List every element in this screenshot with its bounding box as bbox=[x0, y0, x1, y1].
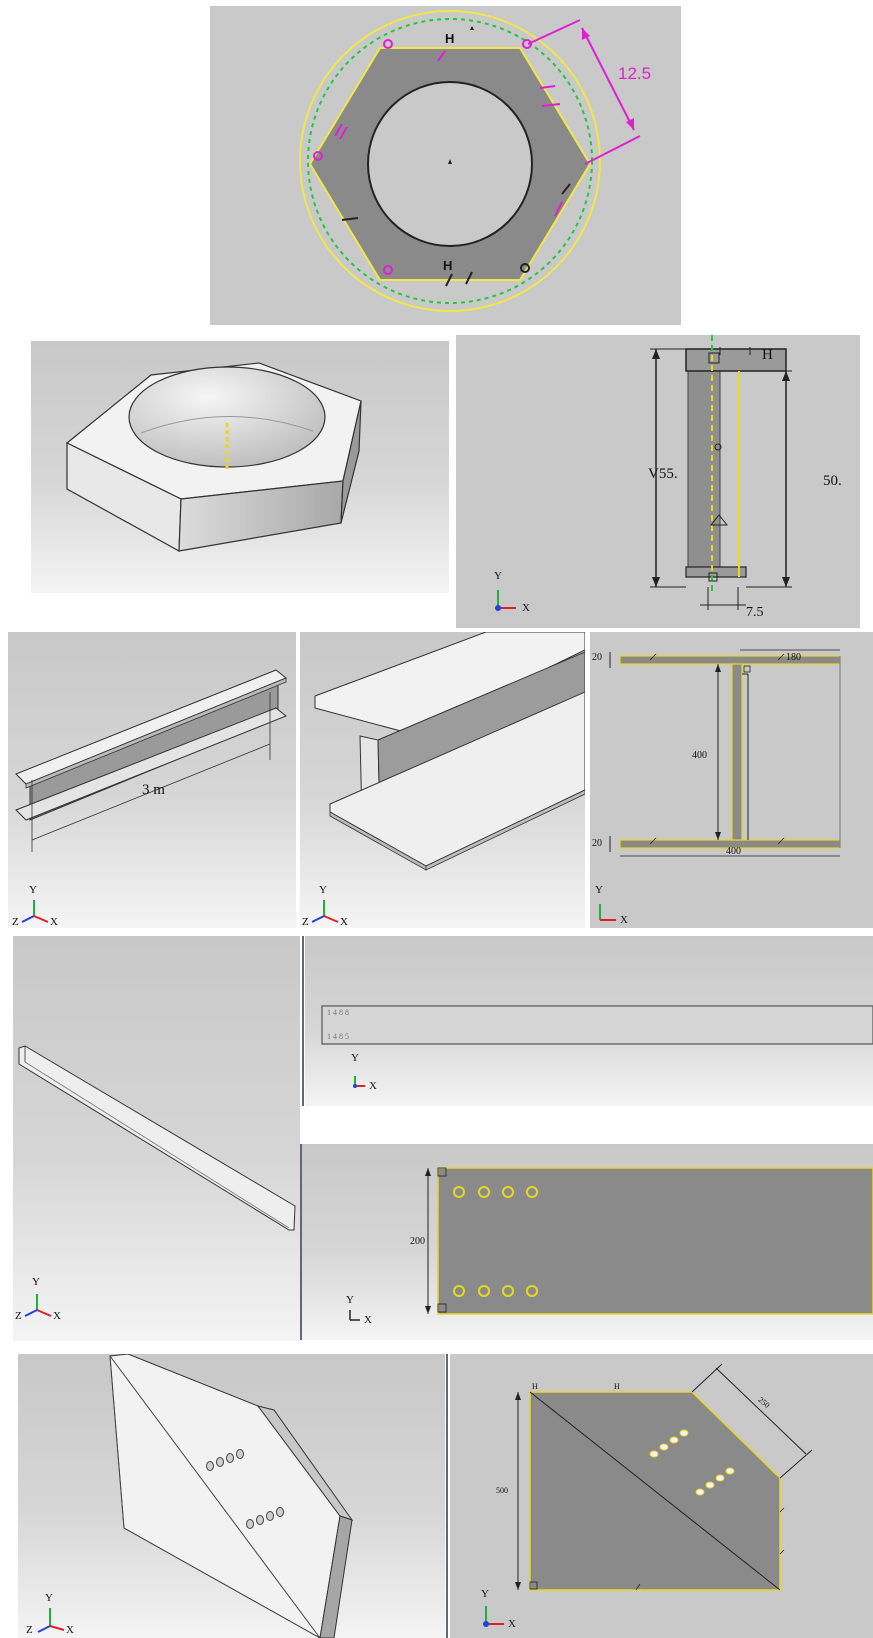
axis-z-label: Z bbox=[12, 916, 19, 928]
axis-triad-icon bbox=[353, 1076, 365, 1088]
hex-front-panel[interactable]: H V55. 50. 7.5 Y X bbox=[456, 335, 860, 628]
hex-front-h-label: H bbox=[762, 347, 773, 363]
hex-front-drawing bbox=[650, 335, 792, 610]
gusset-front-axis-triad: Y X bbox=[476, 1588, 536, 1638]
axis-x-label: X bbox=[522, 602, 530, 614]
hex-iso-panel[interactable] bbox=[31, 341, 449, 593]
plate-top-axis-triad: Y X bbox=[345, 1052, 405, 1106]
panel-divider bbox=[302, 936, 304, 1106]
gusset-iso-panel[interactable]: Y Z X bbox=[18, 1354, 445, 1638]
plate-front-dim-200: 200 bbox=[410, 1236, 425, 1247]
hex-sketch-h-bottom-label: H bbox=[443, 258, 453, 273]
axis-y-label: Y bbox=[351, 1052, 359, 1064]
panel-divider bbox=[446, 1354, 448, 1638]
axis-triad-icon bbox=[495, 590, 516, 611]
axis-x-label: X bbox=[66, 1624, 74, 1636]
axis-y-label: Y bbox=[29, 884, 37, 896]
plate-front-axis-triad: Y X bbox=[342, 1294, 402, 1340]
axis-x-label: X bbox=[508, 1618, 516, 1630]
axis-x-label: X bbox=[50, 916, 58, 928]
axis-z-label: Z bbox=[26, 1624, 33, 1636]
hex-front-dim-50: 50. bbox=[823, 473, 842, 489]
gusset-front-dim-500: 500 bbox=[496, 1486, 508, 1495]
axis-triad-icon bbox=[24, 1294, 52, 1317]
axis-x-label: X bbox=[620, 914, 628, 926]
gusset-front-h-left: H bbox=[532, 1382, 538, 1391]
ibeam-closeup-drawing bbox=[314, 632, 585, 871]
axis-triad-icon bbox=[599, 904, 616, 921]
hex-iso-drawing bbox=[65, 362, 362, 552]
ibeam-section-dim-400: 400 bbox=[692, 750, 707, 761]
axis-y-label: Y bbox=[45, 1592, 53, 1604]
axis-y-label: Y bbox=[494, 570, 502, 582]
plate-iso-panel[interactable]: Y Z X bbox=[13, 936, 300, 1341]
axis-y-label: Y bbox=[595, 884, 603, 896]
ibeam-section-dim-20-bottom: 20 bbox=[592, 838, 602, 849]
hex-sketch-h-top-label: H bbox=[445, 31, 455, 46]
gusset-front-h-mid: H bbox=[614, 1382, 620, 1391]
ibeam-section-axis-triad: Y X bbox=[590, 884, 650, 928]
hex-sketch-drawing bbox=[299, 10, 641, 312]
axis-y-label: Y bbox=[346, 1294, 354, 1306]
plate-top-text-lower: 1 4 8 5 bbox=[327, 1032, 349, 1041]
gusset-iso-axis-triad: Y Z X bbox=[20, 1586, 80, 1636]
ibeam-iso-axis-triad: Y Z X bbox=[10, 884, 70, 928]
ibeam-iso-panel[interactable]: 3 m Y Z X bbox=[8, 632, 296, 928]
hex-front-dim-7-5: 7.5 bbox=[746, 605, 764, 620]
hex-sketch-dim-12-5: 12.5 bbox=[618, 64, 652, 83]
hex-sketch-panel[interactable]: H H 12.5 bbox=[210, 6, 681, 325]
hex-front-axis-triad: Y X bbox=[486, 568, 546, 618]
gusset-front-panel[interactable]: 250 500 H H Y X bbox=[450, 1354, 873, 1638]
axis-triad-icon bbox=[37, 1608, 65, 1633]
ibeam-section-dim-180: 180 bbox=[786, 652, 801, 663]
plate-iso-axis-triad: Y Z X bbox=[13, 1276, 73, 1326]
axis-triad-icon bbox=[21, 900, 49, 923]
axis-x-label: X bbox=[340, 916, 348, 928]
ibeam-iso-drawing bbox=[15, 669, 287, 852]
ibeam-section-drawing bbox=[609, 649, 841, 857]
plate-top-panel[interactable]: 1 4 8 8 1 4 8 5 Y X bbox=[305, 936, 873, 1106]
plate-top-drawing bbox=[321, 1005, 873, 1045]
axis-x-label: X bbox=[364, 1314, 372, 1326]
ibeam-length-label: 3 m bbox=[142, 782, 165, 798]
ibeam-section-dim-20-top: 20 bbox=[592, 652, 602, 663]
axis-y-label: Y bbox=[32, 1276, 40, 1288]
plate-iso-drawing bbox=[18, 1045, 296, 1231]
axis-y-label: Y bbox=[319, 884, 327, 896]
axis-z-label: Z bbox=[302, 916, 309, 928]
plate-front-panel[interactable]: 200 Y X bbox=[302, 1144, 873, 1340]
ibeam-section-panel[interactable]: 20 180 400 20 400 Y X bbox=[590, 632, 873, 928]
axis-x-label: X bbox=[53, 1310, 61, 1322]
gusset-iso-drawing bbox=[109, 1354, 354, 1638]
axis-x-label: X bbox=[369, 1080, 377, 1092]
axis-triad-icon bbox=[483, 1606, 504, 1627]
ibeam-closeup-axis-triad: Y Z X bbox=[300, 884, 360, 928]
gusset-front-drawing bbox=[515, 1363, 813, 1591]
axis-y-label: Y bbox=[481, 1588, 489, 1600]
hex-front-dim-v55: V55. bbox=[648, 466, 678, 482]
plate-top-text-upper: 1 4 8 8 bbox=[327, 1008, 349, 1017]
ibeam-section-dim-400-bottom: 400 bbox=[726, 846, 741, 857]
plate-front-drawing bbox=[425, 1167, 873, 1315]
axis-triad-icon bbox=[349, 1310, 360, 1321]
axis-triad-icon bbox=[311, 900, 339, 923]
axis-z-label: Z bbox=[15, 1310, 22, 1322]
panel-divider bbox=[300, 1144, 302, 1340]
ibeam-closeup-panel[interactable]: Y Z X bbox=[300, 632, 585, 928]
